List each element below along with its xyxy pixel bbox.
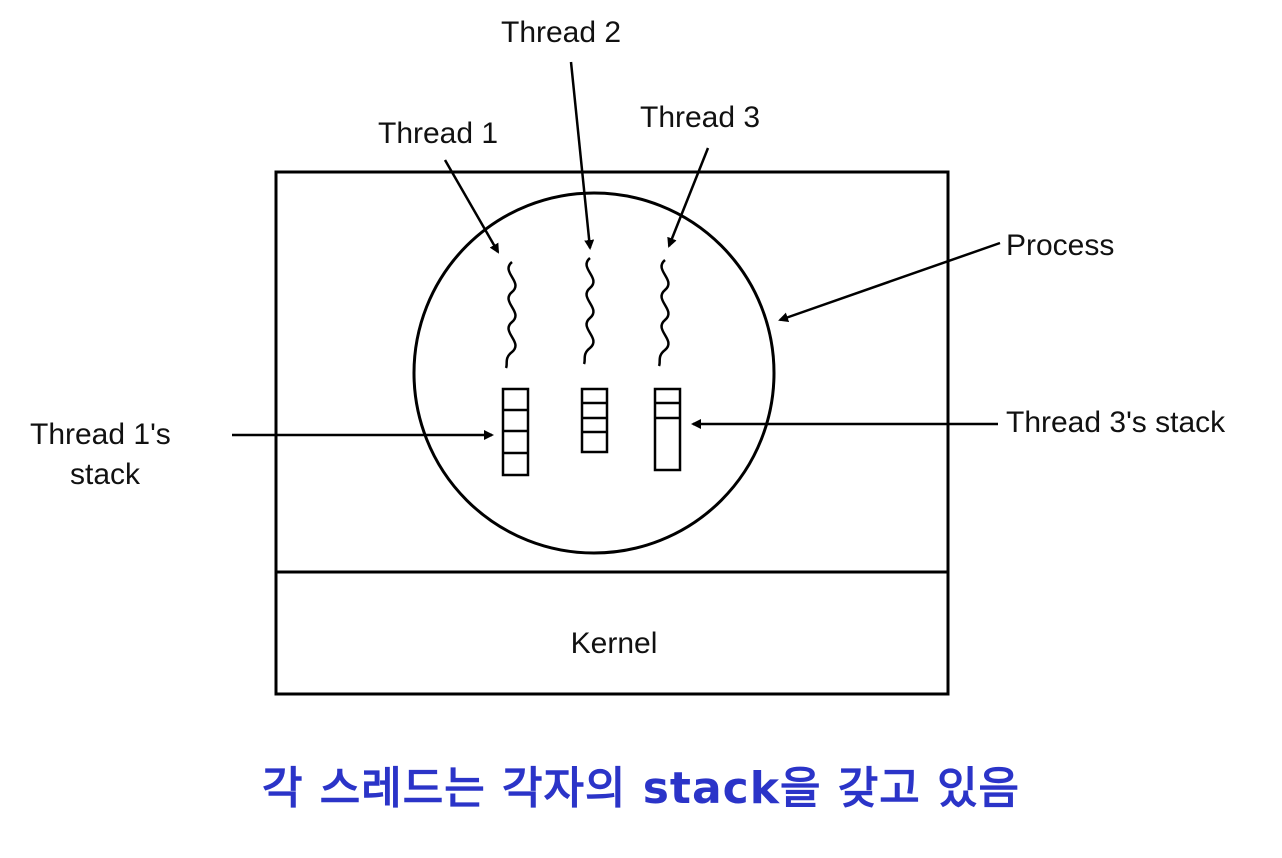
user-space-box: [274, 170, 950, 574]
thread-2-label: Thread 2: [501, 16, 621, 49]
thread-2-stack: [580, 387, 609, 454]
thread-2-squiggle: [582, 257, 595, 365]
thread-3-stack: [653, 387, 682, 472]
thread-1-label: Thread 1: [378, 117, 498, 150]
process-label: Process: [1006, 229, 1114, 262]
slide-caption: 각 스레드는 각자의 stack을 갖고 있음: [261, 763, 1021, 814]
thread-3-squiggle: [657, 259, 670, 367]
thread-2-arrow: [569, 61, 595, 250]
thread-1-stack-label-line2: stack: [70, 458, 141, 491]
thread-3-stack-label: Thread 3's stack: [1006, 406, 1226, 439]
process-arrow: [778, 241, 1001, 323]
thread-1-squiggle: [504, 261, 517, 369]
thread-3-label: Thread 3: [640, 101, 760, 134]
thread-3-arrow: [667, 147, 710, 248]
kernel-label: Kernel: [571, 627, 658, 660]
thread-1-arrow: [443, 159, 500, 254]
process-circle: [412, 191, 776, 555]
thread-1-stack-label-line1: Thread 1's: [30, 418, 171, 451]
thread-1-stack: [501, 387, 530, 477]
kernel-box: [274, 570, 950, 696]
